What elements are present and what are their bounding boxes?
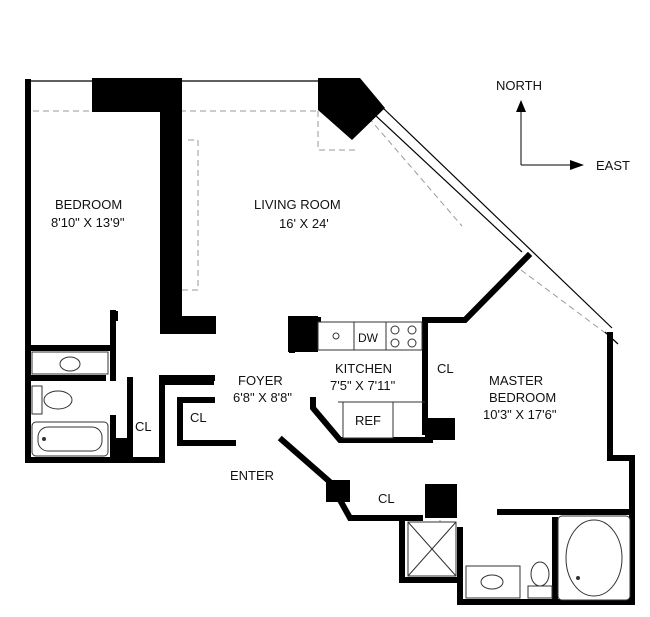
sink-drain [332,332,340,340]
ref-label: REF [355,413,381,428]
master-toilet-tank [527,585,553,599]
bath-fixtures-left [31,351,109,457]
window-frames [26,80,619,345]
kitchen-size: 7'5" X 7'11" [330,378,396,393]
master-toilet-bowl [530,561,550,587]
master-size: 10'3" X 17'6" [483,407,557,422]
sink-basin [59,356,81,372]
kitchen-name: KITCHEN [335,361,392,376]
foyer-name: FOYER [238,373,283,388]
bedroom-size: 8'10" X 13'9" [51,215,125,230]
north-label: NORTH [496,78,542,93]
living-room-name: LIVING ROOM [254,197,341,212]
wall-blocks [92,78,457,518]
east-arrow-icon [570,160,584,170]
closet-entry-label: CL [378,491,395,506]
master-name: MASTER [489,373,543,388]
master-sink [480,574,504,590]
bath-fixtures-master [407,515,631,601]
closet-kitchen-label: CL [437,361,454,376]
living-room-size: 16' X 24' [279,216,329,231]
bedroom-name: BEDROOM [55,197,122,212]
enter-label: ENTER [230,468,274,483]
dishwasher-label: DW [358,331,379,345]
compass [516,100,584,170]
north-arrow-icon [516,100,526,112]
closet-foyer-label: CL [190,410,207,425]
stove [385,321,423,351]
toilet-tank [31,385,43,415]
foyer-size: 6'8" X 8'8" [233,390,292,405]
kitchen-fixtures [317,321,425,439]
refrigerator [342,401,394,439]
closet-bedroom-label: CL [135,419,152,434]
dishwasher [353,321,387,351]
master-name-2: BEDROOM [489,390,556,405]
east-label: EAST [596,158,630,173]
toilet-bowl [43,390,73,410]
